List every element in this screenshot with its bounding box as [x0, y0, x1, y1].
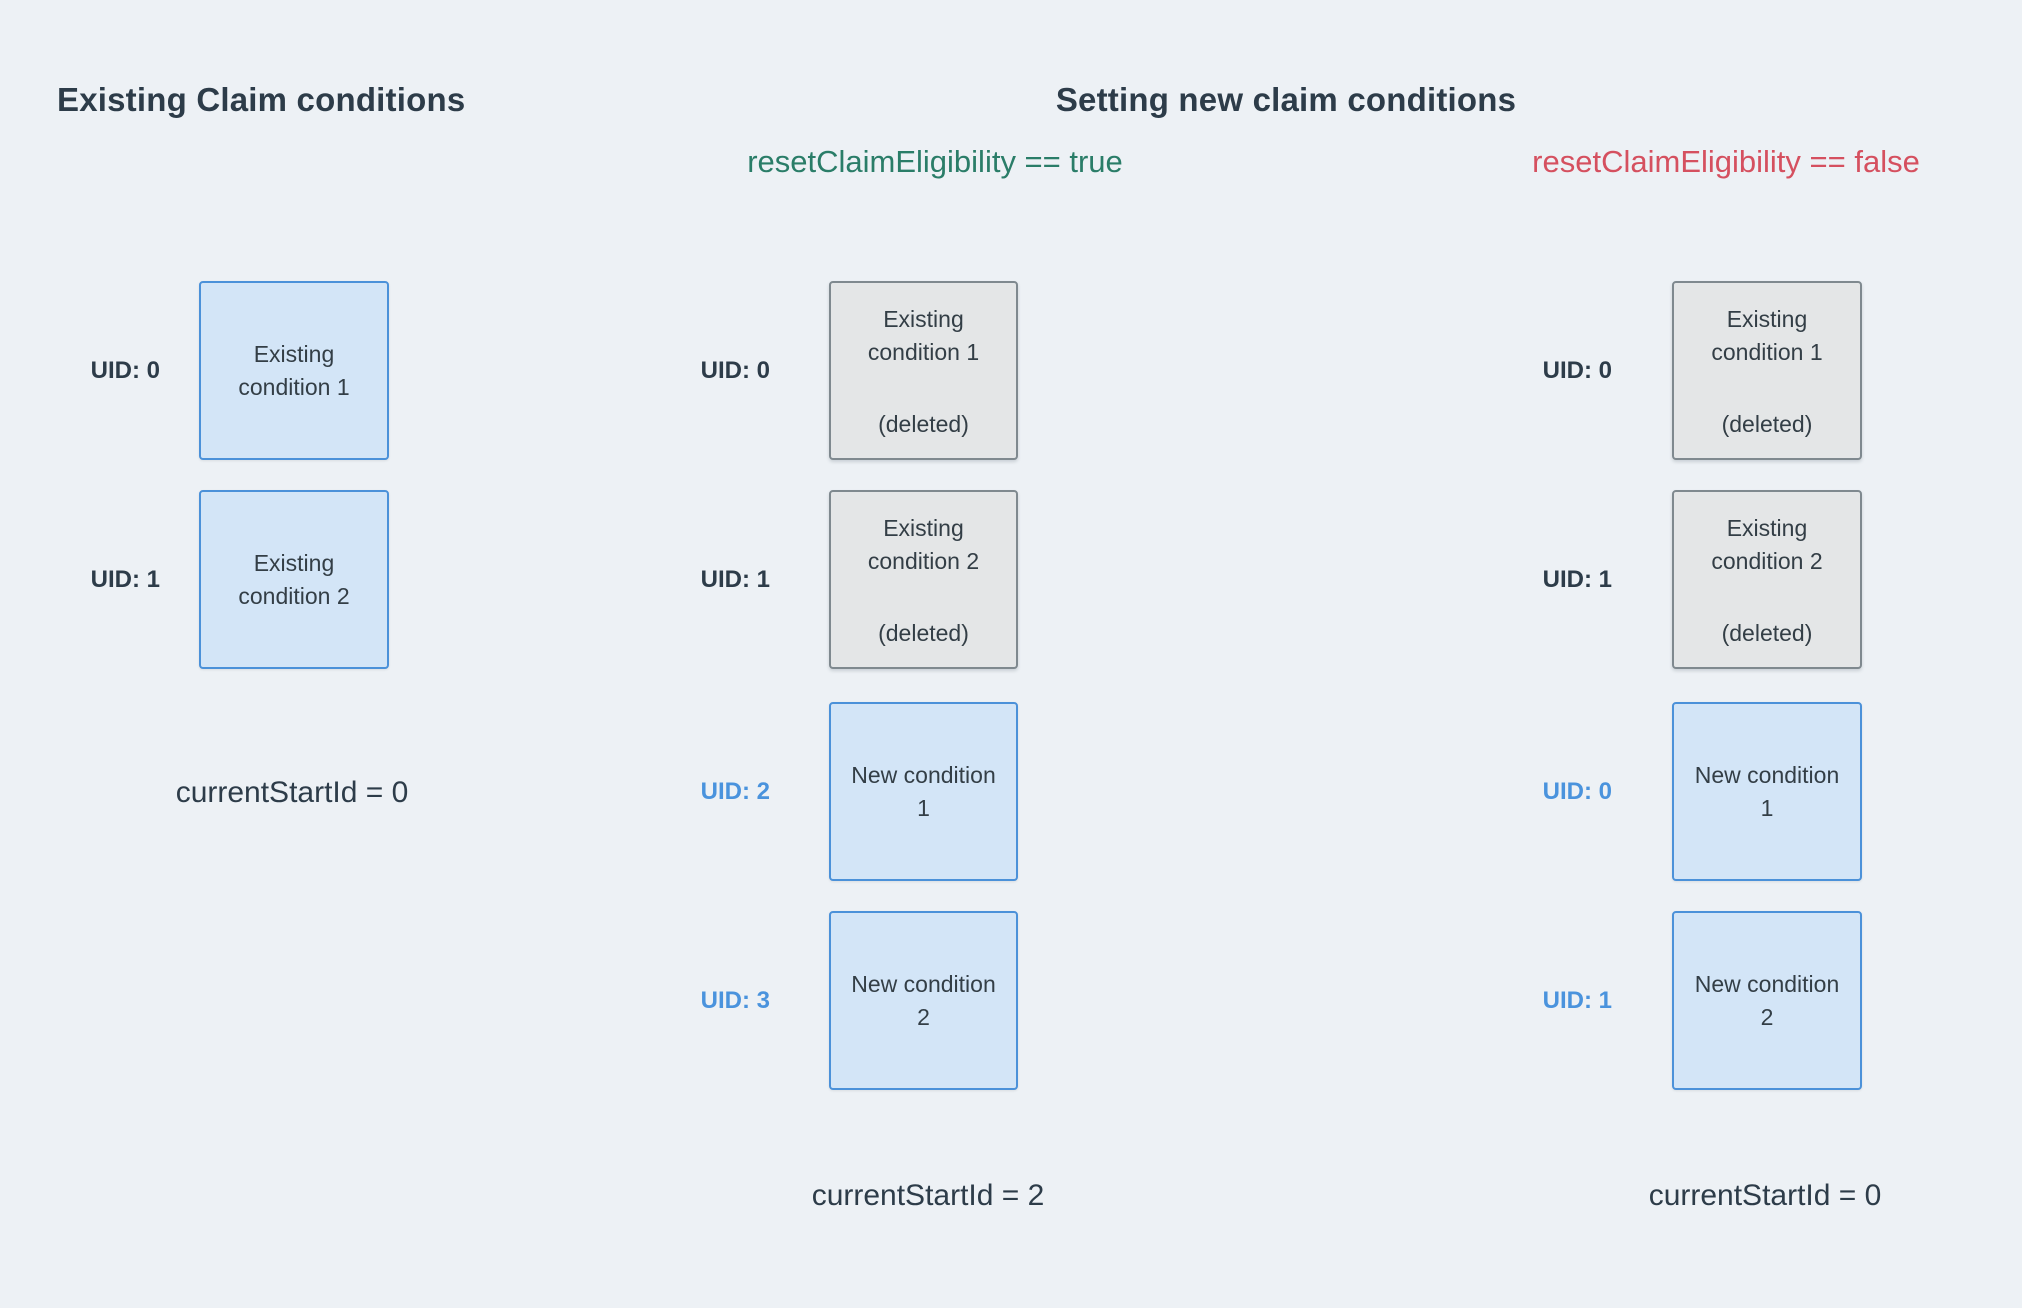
current-start-id-existing: currentStartId = 0	[175, 776, 409, 809]
condition-box-label: Existing condition 2	[1711, 515, 1823, 574]
uid-label: UID: 1	[90, 565, 160, 593]
uid-label: UID: 3	[700, 986, 770, 1014]
condition-box-deleted: Existing condition 2 (deleted)	[829, 490, 1018, 669]
condition-box: Existing condition 1	[199, 281, 389, 460]
condition-row: UID: 2 New condition 1	[660, 702, 1018, 881]
condition-row: UID: 0 Existing condition 1 (deleted)	[660, 281, 1018, 460]
uid-label: UID: 2	[700, 777, 770, 805]
condition-box-label: New condition 2	[1694, 970, 1840, 1030]
condition-row: UID: 3 New condition 2	[660, 911, 1018, 1090]
condition-box-label: Existing condition 1	[1711, 306, 1823, 365]
condition-box-label: Existing condition 1	[867, 306, 980, 365]
condition-row: UID: 1 Existing condition 2 (deleted)	[1505, 490, 1862, 669]
condition-box-label: New condition 1	[1694, 761, 1840, 821]
column-existing-conditions: UID: 0 Existing condition 1 UID: 1 Exist…	[60, 281, 389, 702]
condition-row: UID: 0 Existing condition 1 (deleted)	[1505, 281, 1862, 460]
deleted-note: (deleted)	[1721, 620, 1813, 646]
existing-claims-title: Existing Claim conditions	[57, 81, 466, 118]
condition-box-label: New condition 1	[851, 761, 996, 821]
current-start-id-reset-true: currentStartId = 2	[811, 1179, 1045, 1212]
current-start-id-reset-false: currentStartId = 0	[1648, 1179, 1882, 1212]
uid-label: UID: 0	[1542, 777, 1612, 805]
condition-box-deleted: Existing condition 1 (deleted)	[1672, 281, 1862, 460]
condition-row: UID: 1 Existing condition 2	[60, 490, 389, 669]
condition-row: UID: 1 Existing condition 2 (deleted)	[660, 490, 1018, 669]
condition-box-label: Existing condition 1	[238, 340, 350, 400]
reset-eligibility-false-label: resetClaimEligibility == false	[1532, 144, 1920, 179]
uid-label: UID: 0	[1542, 356, 1612, 384]
condition-box: New condition 1	[829, 702, 1018, 881]
condition-box: New condition 2	[829, 911, 1018, 1090]
setting-claims-title: Setting new claim conditions	[1055, 81, 1517, 118]
deleted-note: (deleted)	[878, 620, 969, 646]
column-reset-false: UID: 0 Existing condition 1 (deleted) UI…	[1505, 281, 1862, 1120]
column-reset-true: UID: 0 Existing condition 1 (deleted) UI…	[660, 281, 1018, 1120]
uid-label: UID: 1	[1542, 565, 1612, 593]
deleted-note: (deleted)	[1721, 411, 1813, 437]
condition-box: New condition 2	[1672, 911, 1862, 1090]
condition-box-label: Existing condition 2	[238, 549, 350, 609]
uid-label: UID: 1	[700, 565, 770, 593]
condition-box-label: Existing condition 2	[867, 515, 980, 574]
reset-eligibility-true-label: resetClaimEligibility == true	[747, 144, 1123, 179]
uid-label: UID: 1	[1542, 986, 1612, 1014]
condition-box: New condition 1	[1672, 702, 1862, 881]
condition-box-deleted: Existing condition 2 (deleted)	[1672, 490, 1862, 669]
deleted-note: (deleted)	[878, 411, 969, 437]
uid-label: UID: 0	[90, 356, 160, 384]
condition-row: UID: 1 New condition 2	[1505, 911, 1862, 1090]
condition-box: Existing condition 2	[199, 490, 389, 669]
condition-box-label: New condition 2	[851, 970, 996, 1030]
condition-row: UID: 0 New condition 1	[1505, 702, 1862, 881]
condition-row: UID: 0 Existing condition 1	[60, 281, 389, 460]
condition-box-deleted: Existing condition 1 (deleted)	[829, 281, 1018, 460]
uid-label: UID: 0	[700, 356, 770, 384]
